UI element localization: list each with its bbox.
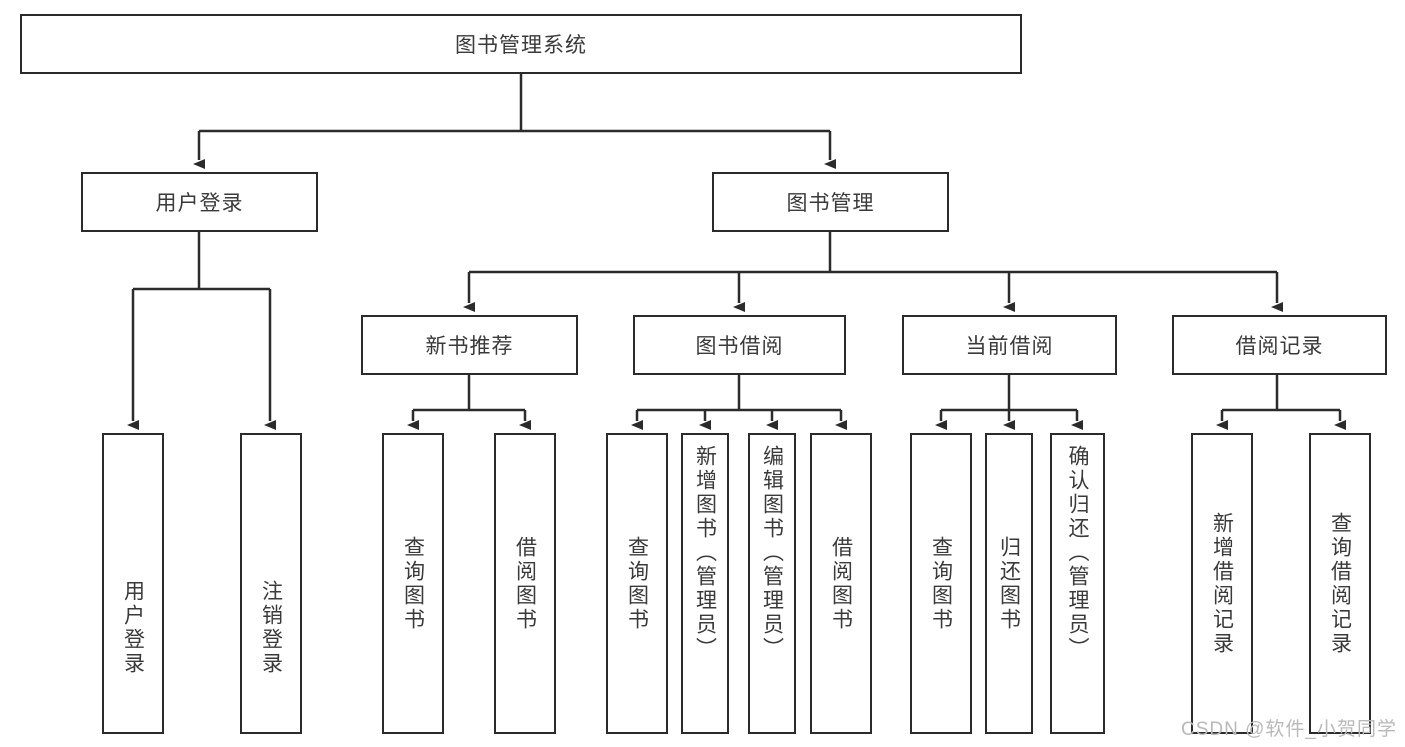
leaf-borrow-book-recommend[interactable]: 借阅图书 [494,433,556,734]
leaf-query-book-borrow[interactable]: 查询图书 [606,433,668,734]
node-new-book-recommend[interactable]: 新书推荐 [361,315,578,375]
leaf-borrow-book[interactable]: 借阅图书 [810,433,872,734]
node-borrow-record[interactable]: 借阅记录 [1172,315,1387,375]
node-book-management[interactable]: 图书管理 [712,172,949,232]
leaf-add-borrow-record[interactable]: 新增借阅记录 [1191,433,1253,734]
leaf-return-book[interactable]: 归还图书 [985,433,1033,734]
watermark-text: CSDN @软件_小贺同学 [1181,719,1397,740]
node-user-login[interactable]: 用户登录 [81,172,318,232]
leaf-user-login[interactable]: 用户登录 [102,433,164,734]
leaf-user-logout[interactable]: 注销登录 [240,433,302,734]
leaf-query-book-recommend[interactable]: 查询图书 [382,433,444,734]
node-book-borrow[interactable]: 图书借阅 [633,315,846,375]
leaf-query-borrow-record[interactable]: 查询借阅记录 [1309,433,1371,734]
node-root-system[interactable]: 图书管理系统 [20,14,1022,74]
leaf-edit-book-admin[interactable]: 编辑图书（管理员） [748,433,796,734]
leaf-query-book-current[interactable]: 查询图书 [910,433,972,734]
node-current-borrow[interactable]: 当前借阅 [902,315,1117,375]
leaf-confirm-return-admin[interactable]: 确认归还（管理员） [1050,433,1105,734]
leaf-add-book-admin[interactable]: 新增图书（管理员） [681,433,729,734]
